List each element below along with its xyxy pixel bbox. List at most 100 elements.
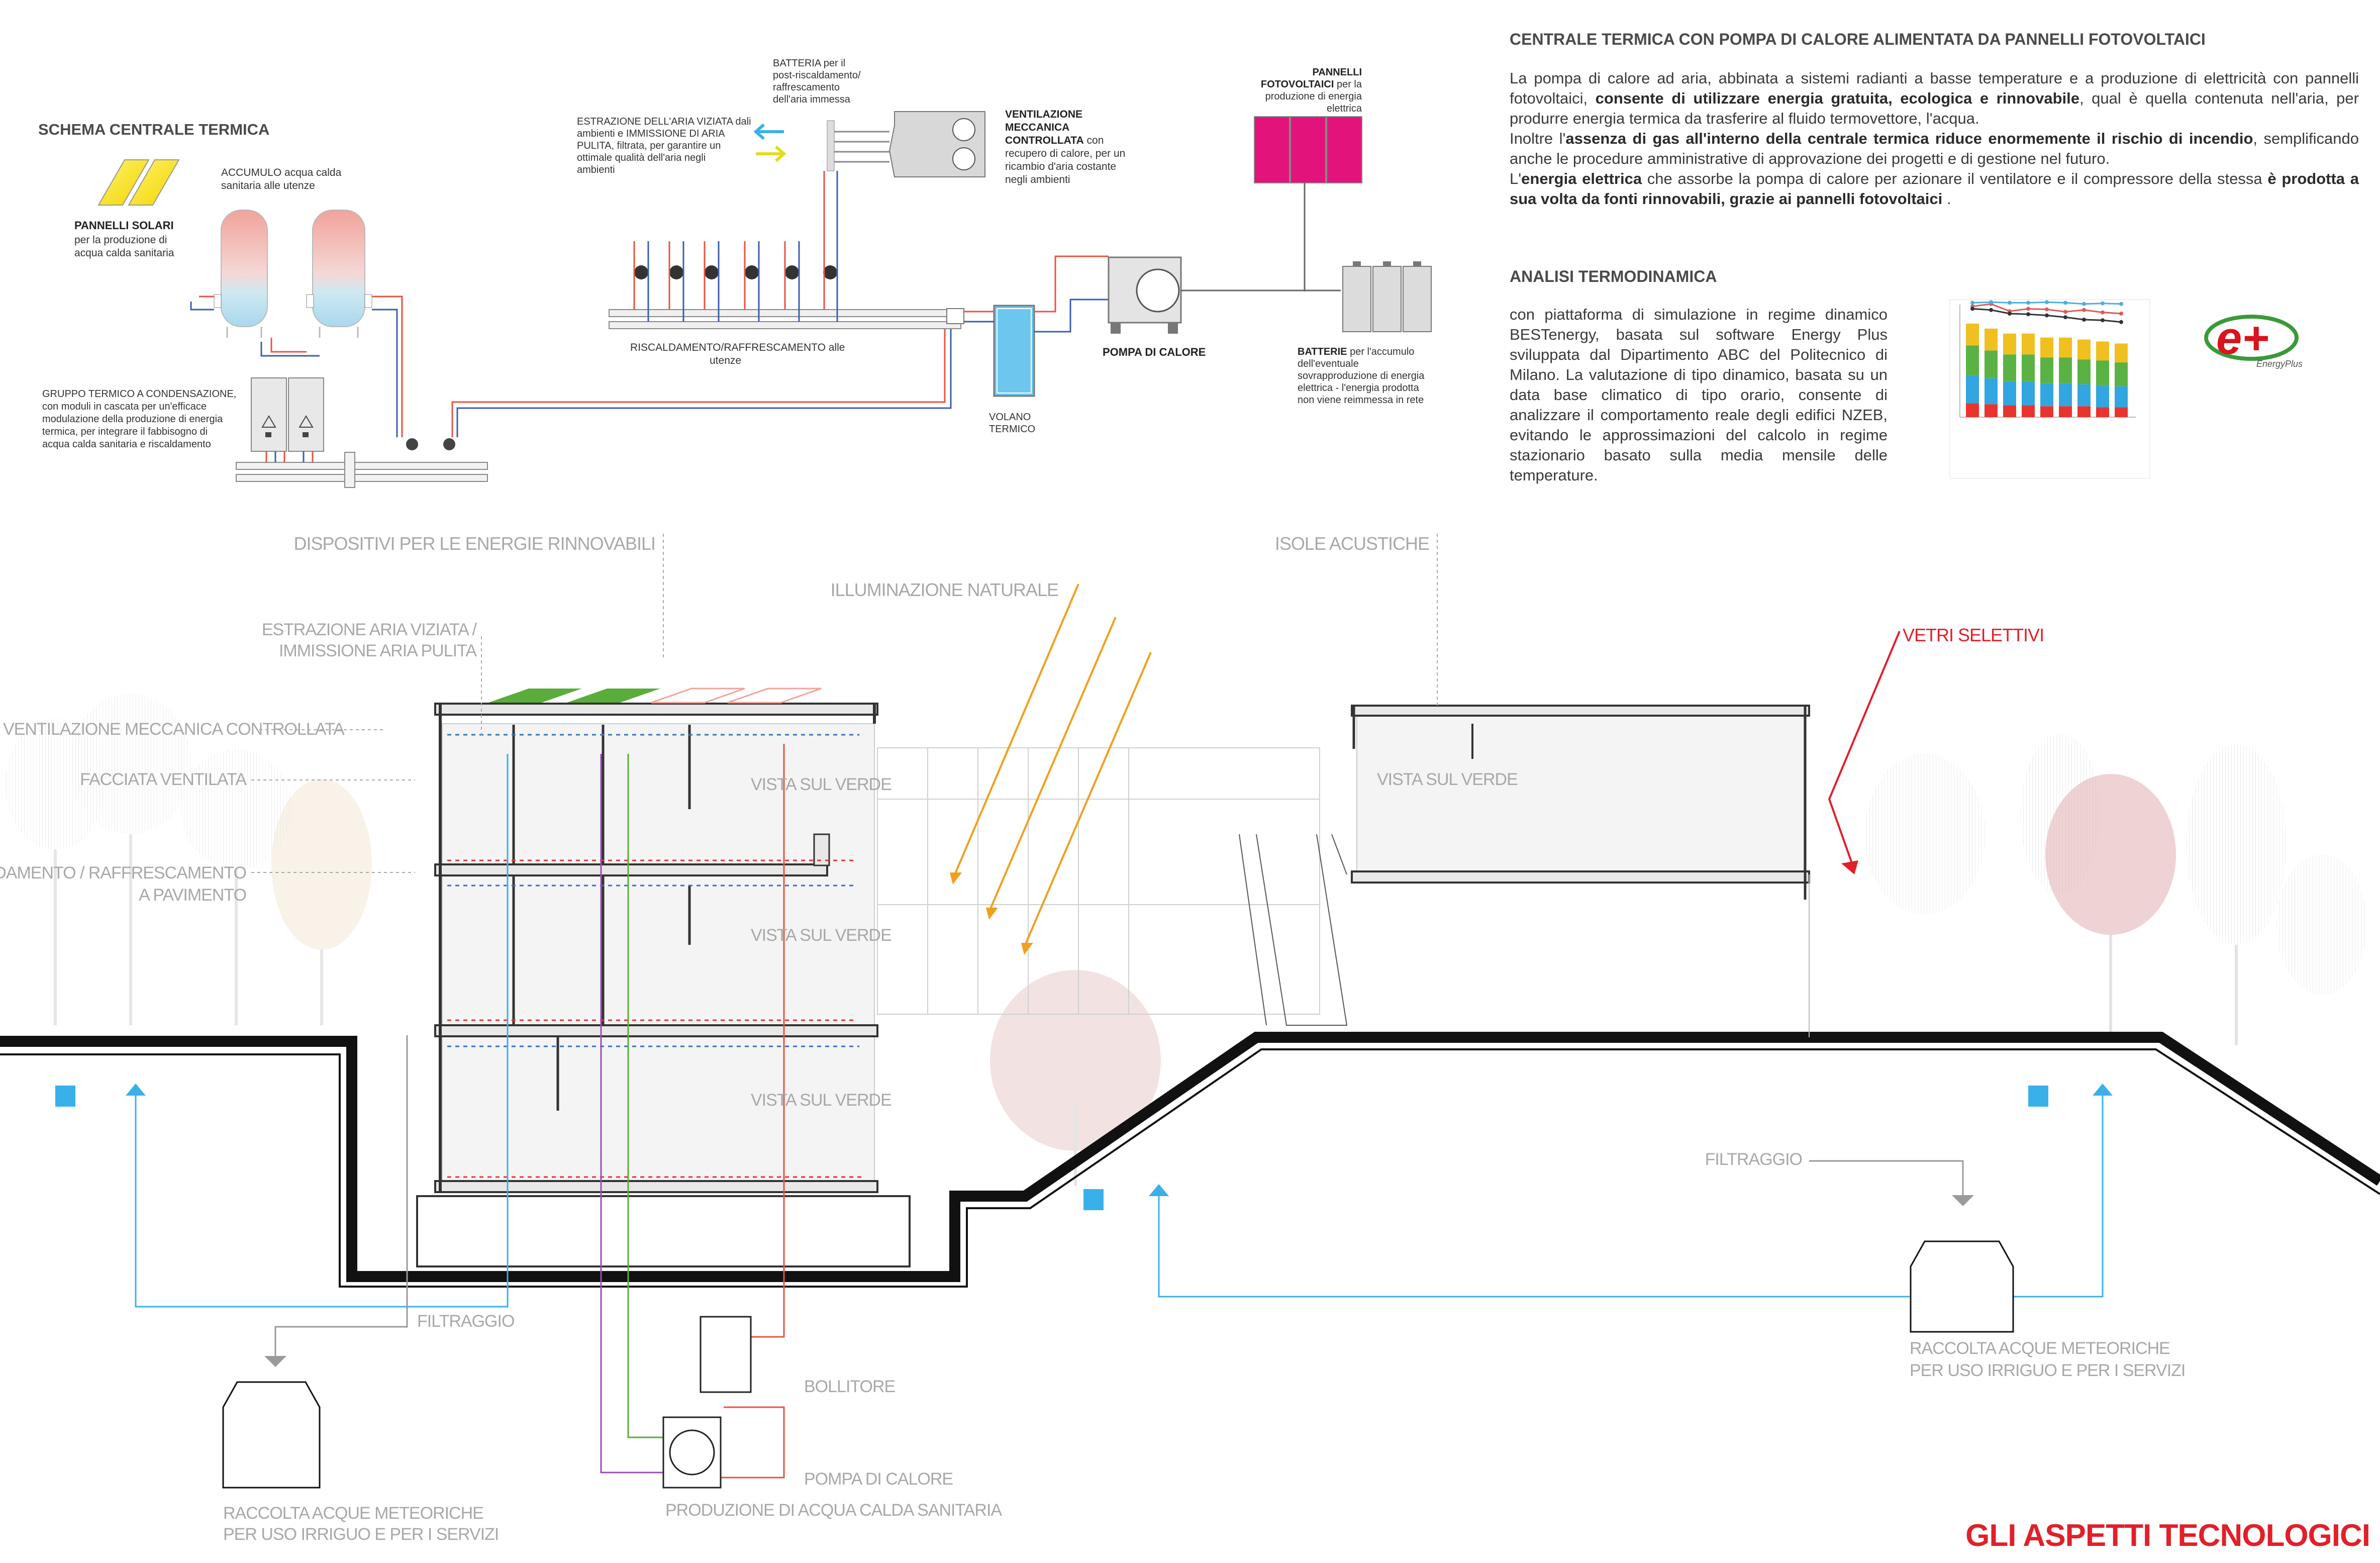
boiler-module-icon	[251, 377, 324, 452]
intro-p2a: Inoltre l'	[1510, 130, 1566, 147]
pompa-label: POMPA DI CALORE	[1103, 346, 1206, 358]
vmc-bold-3: CONTROLLATA	[1005, 135, 1084, 146]
estrazione-line-1: ESTRAZIONE DELL'ARIA VIZIATA dali	[577, 116, 751, 127]
vmc-text: VENTILAZIONE MECCANICA CONTROLLATA con r…	[1005, 109, 1125, 185]
chart-point	[2063, 301, 2067, 305]
boiler-icon	[662, 1316, 752, 1489]
label-filtraggio-2: FILTRAGGIO	[1705, 1150, 1802, 1169]
chart-bar	[2022, 333, 2035, 355]
label-illuminazione: ILLUMINAZIONE NATURALE	[831, 579, 1058, 600]
chart-point	[2119, 302, 2123, 306]
vmc-rest-4: negli ambienti	[1005, 174, 1070, 185]
chart-bar	[2040, 406, 2053, 417]
chart-point	[1989, 308, 1993, 312]
scheme-title: SCHEMA CENTRALE TERMICA	[38, 121, 269, 138]
chart-bar	[1966, 403, 1979, 417]
batteria-line-4: dell'aria immessa	[773, 94, 851, 105]
chart-bar	[2040, 357, 2053, 383]
chart-point	[2101, 318, 2105, 323]
intro-p1c: , qual è quella contenuta nell'aria, per…	[1510, 89, 2359, 127]
pv-rest-2: produzione di energia	[1265, 91, 1362, 102]
batterie-rest-1: per l'accumulo	[1347, 346, 1415, 357]
pv-rest-1: per la	[1334, 79, 1362, 90]
vmc-rest-1: con	[1084, 135, 1104, 146]
chart-bar	[2059, 357, 2072, 383]
chart-point	[2026, 307, 2030, 311]
chart-bar	[2115, 386, 2128, 408]
staircase	[1239, 834, 1348, 1026]
building-block-right	[1351, 705, 1810, 1037]
volano-line-1: VOLANO	[989, 412, 1031, 423]
chart-bar	[1966, 375, 1979, 404]
battery-icon	[1342, 261, 1432, 332]
estrazione-line-5: ambienti	[577, 164, 615, 175]
pump-icon	[406, 438, 455, 450]
chart-bar	[2096, 407, 2109, 417]
chart-bar	[2040, 383, 2053, 407]
label-raccolta-2: PER USO IRRIGUO E PER I SERVIZI	[223, 1525, 499, 1544]
pv-rest-3: elettrica	[1327, 103, 1362, 114]
vmc-ceiling-ducts	[447, 734, 1789, 1047]
chart-bar	[2022, 405, 2035, 417]
label-vetri: VETRI SELETTIVI	[1903, 625, 2044, 645]
label-isole: ISOLE ACUSTICHE	[1275, 533, 1429, 554]
volano-line-2: TERMICO	[989, 424, 1035, 435]
sun-rays	[950, 583, 1152, 955]
estrazione-text: ESTRAZIONE DELL'ARIA VIZIATA dali ambien…	[577, 116, 751, 175]
label-vista-1: VISTA SUL VERDE	[751, 775, 891, 794]
chart-point	[2008, 312, 2012, 316]
pipes-volano	[964, 255, 1109, 333]
storage-tank-icon	[214, 210, 372, 338]
up-arrow-icon	[126, 1084, 2113, 1196]
vetri-arrow	[1828, 631, 1901, 865]
estrazione-line-4: ottimale qualità dell'aria negli	[577, 152, 706, 163]
gruppo-line-3: modulazione della produzione di energia	[42, 414, 223, 425]
vetri-arrowhead	[1841, 860, 1858, 874]
glass-facade	[877, 747, 1320, 1015]
chart-bar	[1985, 350, 1998, 378]
intro-p2c: , semplificando anche le procedure ammin…	[1510, 130, 2359, 167]
ground-line-inner	[0, 1048, 2380, 1288]
chart-point	[2045, 313, 2049, 318]
chart-bar	[1966, 323, 1979, 346]
heat-pump-icon	[1108, 256, 1182, 334]
chart-point	[2082, 308, 2086, 312]
chart-bar	[2059, 406, 2072, 417]
watering-can-icon	[55, 1086, 2048, 1210]
chart-point	[2101, 301, 2105, 306]
chart-bar	[2077, 406, 2091, 417]
chart-bar	[2003, 354, 2016, 381]
chart-point	[2045, 300, 2049, 305]
label-raccolta-4: PER USO IRRIGUO E PER I SERVIZI	[1910, 1361, 2185, 1380]
label-filtraggio-1: FILTRAGGIO	[417, 1312, 514, 1331]
batteria-line-2: post-riscaldamento/	[773, 70, 861, 81]
solar-title: PANNELLI SOLARI	[74, 219, 174, 232]
gruppo-line-1: GRUPPO TERMICO A CONDENSAZIONE,	[42, 388, 236, 400]
buffer-tank-icon	[993, 305, 1035, 397]
chart-point	[2119, 312, 2123, 316]
accumulo-line-1: ACCUMULO acqua calda	[221, 167, 342, 178]
label-bollitore: BOLLITORE	[804, 1377, 896, 1396]
analysis-title: ANALISI TERMODINAMICA	[1510, 267, 1717, 285]
batterie-rest-3: sovrapproduzione di energia	[1298, 370, 1425, 381]
chart-lines	[1970, 300, 2123, 324]
down-arrow-icon	[264, 1195, 1974, 1367]
intro-p1b: consente di utilizzare energia gratuita,…	[1595, 89, 2079, 107]
chart-bar	[2077, 384, 2091, 407]
chart-bar	[2115, 362, 2128, 386]
batterie-text: BATTERIE per l'accumulo dell'eventuale s…	[1298, 346, 1425, 406]
chart-bar	[2022, 354, 2035, 381]
distribution-manifold	[609, 171, 964, 329]
heading-top: CENTRALE TERMICA CON POMPA DI CALORE ALI…	[1510, 30, 2206, 48]
label-dispositivi: DISPOSITIVI PER LE ENERGIE RINNOVABILI	[293, 533, 655, 554]
estrazione-line-3: PULITA, filtrata, per garantire un	[577, 140, 721, 151]
batterie-rest-4: elettrica - l'energia prodotta	[1298, 382, 1420, 394]
label-vista-4: VISTA SUL VERDE	[1377, 770, 1518, 789]
chart-bar	[2003, 405, 2016, 417]
label-risc-1: RISCALDAMENTO / RAFFRESCAMENTO	[0, 863, 246, 883]
label-produzione: PRODUZIONE DI ACQUA CALDA SANITARIA	[665, 1501, 1002, 1520]
pv-line-2: FOTOVOLTAICI per la	[1261, 79, 1362, 90]
rain-tank-icon	[222, 1240, 2014, 1489]
gruppo-line-4: termica, per integrare il fabbisogno di	[42, 426, 208, 437]
